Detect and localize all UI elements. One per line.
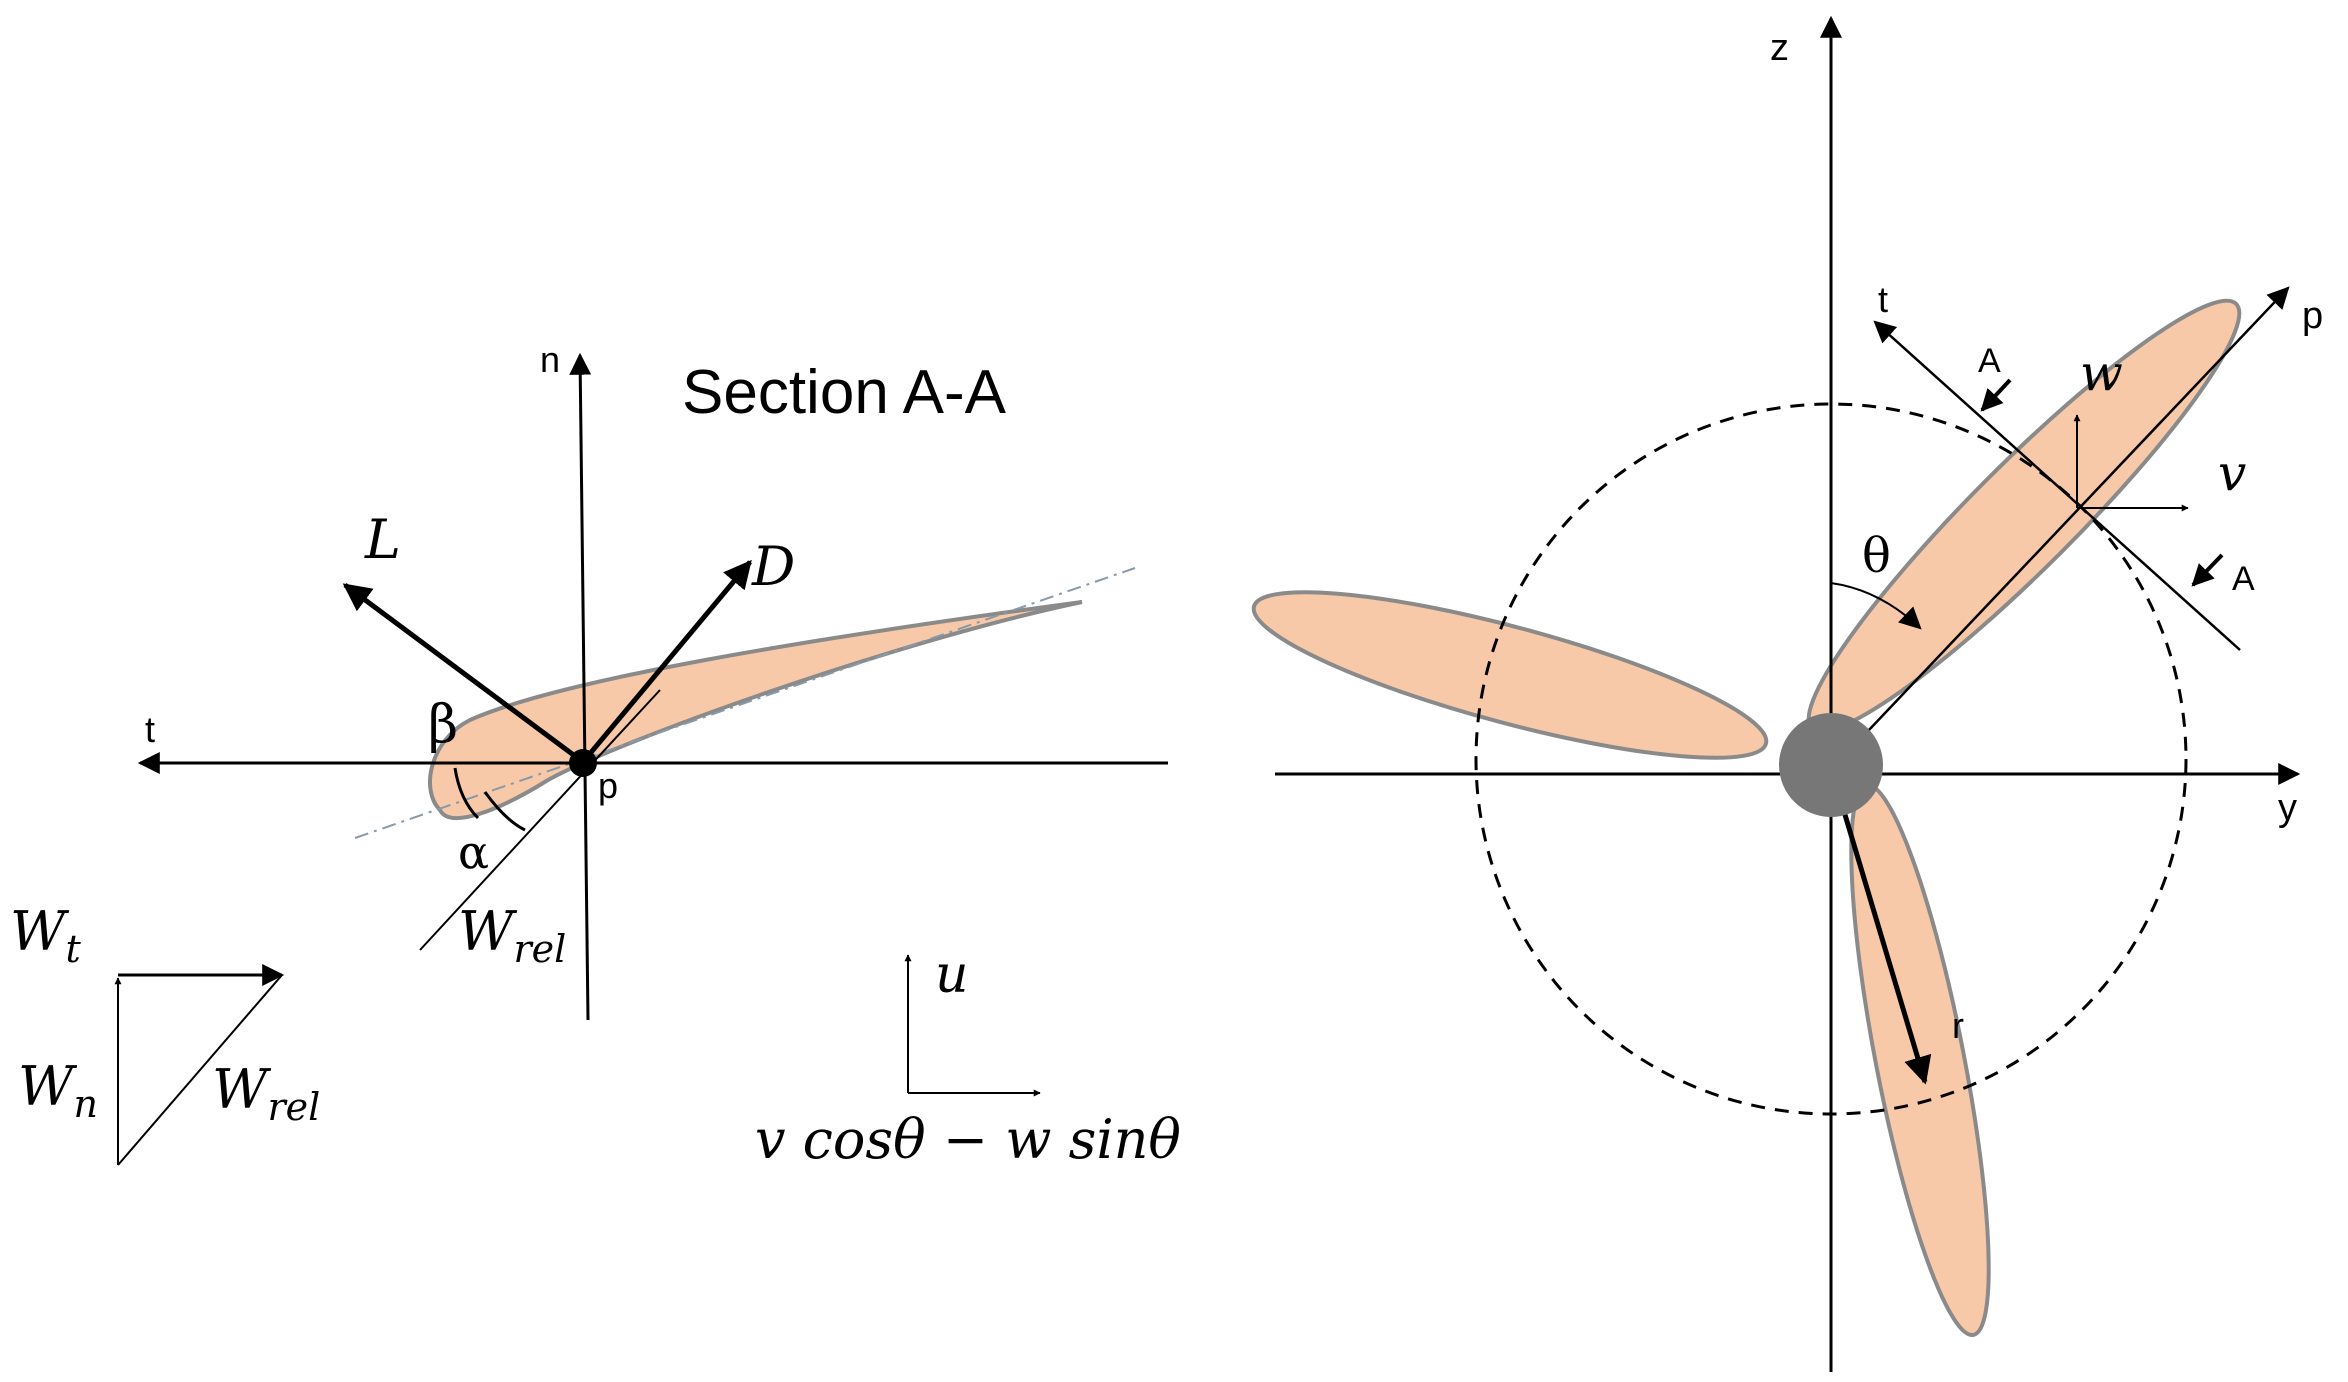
w-n-base: W: [18, 1055, 78, 1118]
t-axis-label: t: [145, 709, 155, 750]
alpha-arc: [483, 791, 526, 832]
y-axis-label: y: [2278, 787, 2297, 829]
w-n-label: Wn: [18, 1055, 98, 1126]
section-mark-top: A: [1978, 342, 2001, 380]
w-rel-label: Wrel: [458, 900, 566, 971]
section-t-label: t: [1878, 279, 1888, 320]
velocity-expression: v cosθ − w sinθ: [755, 1108, 1181, 1171]
airfoil-section-panel: t n Section A-A L D p Wrel β α Wt: [10, 339, 1181, 1171]
point-p-label: p: [598, 765, 618, 806]
airfoil-profile: [428, 600, 1083, 820]
rotor-panel: z y p t A A w v θ r: [1251, 15, 2323, 1372]
alpha-label: α: [458, 825, 489, 879]
w-rel-triangle-sub: rel: [268, 1085, 321, 1129]
w-n-sub: n: [74, 1082, 98, 1126]
theta-label: θ: [1862, 528, 1891, 584]
beta-arc: [453, 767, 480, 820]
lift-vector: [342, 582, 585, 765]
p-axis: [1830, 286, 2290, 771]
blade-left: [1251, 590, 1769, 760]
w-label: w: [2080, 344, 2123, 402]
n-axis-label: n: [540, 339, 560, 380]
velocity-triangle: Wt Wn Wrel: [10, 900, 320, 1166]
lift-label: L: [364, 508, 401, 571]
n-axis: [569, 352, 592, 1021]
radius-label: r: [1952, 1005, 1964, 1046]
section-title: Section A-A: [682, 358, 1007, 427]
v-label: v: [2218, 444, 2246, 502]
theta-arc: [1830, 582, 1922, 630]
w-t-sub: t: [66, 927, 82, 971]
u-label: u: [935, 945, 969, 1005]
section-arrow-bottom: [2191, 553, 2224, 587]
inflow-axes: u v cosθ − w sinθ: [755, 945, 1181, 1171]
radius-vector: [1828, 767, 1932, 1085]
point-p-dot: [569, 749, 597, 777]
section-t-axis: [1873, 320, 2241, 651]
w-rel-line: [419, 689, 661, 951]
w-rel-triangle-label: Wrel: [212, 1058, 320, 1129]
blade-upper-right: [1806, 298, 2242, 734]
w-t-base: W: [10, 900, 70, 963]
w-rel-triangle-base: W: [212, 1058, 272, 1121]
w-rel-sub: rel: [514, 927, 567, 971]
z-axis-label: z: [1770, 27, 1789, 69]
w-rel-side: [117, 974, 283, 1166]
section-mark-bottom: A: [2232, 560, 2255, 598]
w-t-label: Wt: [10, 900, 82, 971]
beta-label: β: [428, 695, 458, 755]
p-axis-label: p: [2302, 295, 2323, 337]
rotor-hub: [1779, 713, 1883, 817]
drag-label: D: [751, 535, 795, 598]
w-rel-base: W: [458, 900, 518, 963]
section-arrow-top: [1980, 378, 2012, 412]
chord-line: [354, 567, 1136, 839]
drag-vector: [581, 559, 752, 764]
